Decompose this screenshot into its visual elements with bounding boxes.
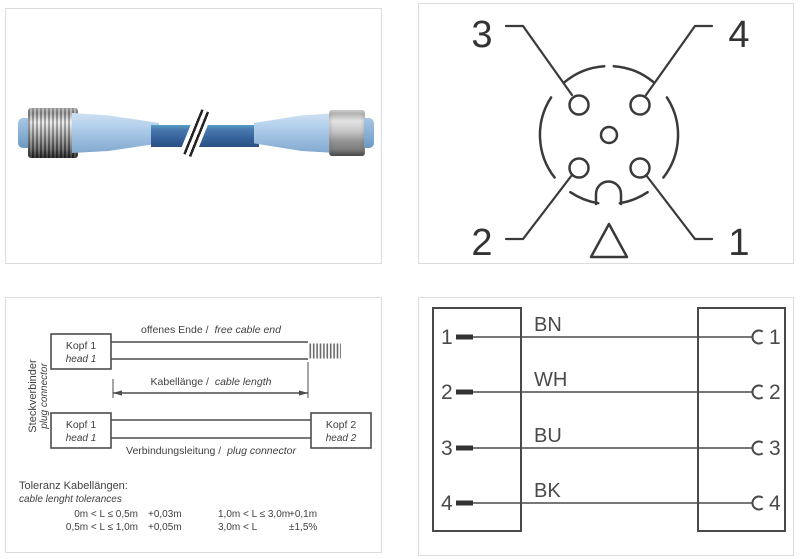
pin-2-hole bbox=[568, 157, 590, 179]
tolerance-value-2: +0,05m bbox=[148, 522, 182, 533]
head1-label-en: head 1 bbox=[66, 354, 97, 365]
socket-arc bbox=[751, 440, 764, 456]
connector-right-nut bbox=[329, 110, 365, 156]
free-end-caption-de: offenes Ende / bbox=[141, 324, 209, 336]
leader-line-pin3 bbox=[504, 24, 574, 97]
head2-box bbox=[310, 412, 372, 449]
connector-outline-arc bbox=[569, 190, 600, 205]
socket-arc bbox=[751, 329, 764, 345]
connector-outline-arc bbox=[538, 96, 556, 179]
connector-left-body bbox=[72, 113, 159, 153]
dimension-drawing-panel: Steckverbinder plug connector Kopf 1 hea… bbox=[5, 297, 382, 553]
wiring-diagram-panel: 1 1 BN 2 2 WH 3 3 BU bbox=[418, 297, 794, 556]
dimension-arrow-left bbox=[113, 390, 122, 396]
tolerance-range-3: 1,0m < L ≤ 3,0m bbox=[218, 509, 290, 520]
connection-caption: Verbindungsleitung / plug connector bbox=[126, 445, 296, 457]
side-caption-en: plug connector bbox=[39, 363, 50, 430]
wire-row: 1 1 BN bbox=[441, 314, 781, 349]
dimension-arrow-right bbox=[299, 390, 308, 396]
wire-row: 2 2 WH bbox=[441, 369, 781, 404]
left-pin-number: 1 bbox=[441, 326, 453, 349]
head1-label-de: Kopf 1 bbox=[66, 340, 97, 352]
free-end-caption-en: free cable end bbox=[214, 324, 282, 336]
pin-contact-dash bbox=[456, 389, 473, 395]
cable-length-caption-de: Kabellänge / bbox=[151, 376, 209, 388]
tolerance-range-2: 0,5m < L ≤ 1,0m bbox=[66, 522, 138, 533]
left-pin-number: 2 bbox=[441, 381, 453, 404]
wire-color-label: BK bbox=[534, 480, 561, 502]
wire-row: 4 4 BK bbox=[441, 480, 781, 515]
pin-contact-dash bbox=[456, 500, 473, 506]
cable-length-caption-en: cable length bbox=[215, 376, 272, 388]
pin-label-2: 2 bbox=[471, 222, 492, 263]
connector-outline-arc bbox=[563, 64, 606, 84]
connector-right-face bbox=[364, 118, 374, 148]
left-connector-box bbox=[432, 307, 522, 532]
head1-bottom-label-de: Kopf 1 bbox=[66, 419, 97, 431]
head1-box-bottom bbox=[50, 412, 112, 449]
orientation-triangle bbox=[589, 222, 629, 259]
wire-color-label: BN bbox=[534, 314, 562, 336]
connection-caption-en: plug connector bbox=[226, 445, 296, 457]
pin-contact-dash bbox=[456, 334, 473, 340]
socket-arc bbox=[751, 495, 764, 511]
leader-line-pin4 bbox=[644, 24, 714, 97]
cable-length-caption: Kabellänge / cable length bbox=[151, 376, 272, 388]
stripped-wire-end bbox=[308, 343, 341, 359]
wiring-diagram: 1 1 BN 2 2 WH 3 3 BU bbox=[432, 307, 786, 532]
tolerance-title-de: Toleranz Kabellängen: bbox=[19, 480, 128, 492]
pin-label-1: 1 bbox=[728, 222, 749, 263]
center-hole bbox=[599, 125, 619, 145]
right-pin-number: 2 bbox=[769, 381, 781, 404]
keyway-notch bbox=[594, 180, 623, 206]
head2-label-de: Kopf 2 bbox=[326, 419, 357, 431]
left-pin-number: 3 bbox=[441, 437, 453, 460]
pinout-diagram: 3 4 2 1 bbox=[471, 14, 749, 263]
connector-right-body bbox=[254, 113, 336, 153]
tolerance-value-3: +0,1m bbox=[289, 509, 317, 520]
wire-row: 3 3 BU bbox=[441, 425, 781, 460]
dimension-drawing: Steckverbinder plug connector Kopf 1 hea… bbox=[19, 324, 372, 533]
socket-arc bbox=[751, 384, 764, 400]
connector-left-knurled-nut bbox=[28, 108, 78, 158]
right-connector-box bbox=[697, 307, 786, 532]
cable-jacket bbox=[151, 125, 259, 147]
connector-outline-arc bbox=[612, 64, 655, 84]
tolerance-value-4: ±1,5% bbox=[289, 522, 317, 533]
head1-box-top bbox=[50, 333, 112, 370]
pin-3-hole bbox=[568, 94, 590, 116]
tolerance-range-1: 0m < L ≤ 0,5m bbox=[74, 509, 138, 520]
tolerance-value-1: +0,03m bbox=[148, 509, 182, 520]
head1-bottom-label-en: head 1 bbox=[66, 433, 97, 444]
free-end-caption: offenes Ende / free cable end bbox=[141, 324, 282, 336]
pin-label-4: 4 bbox=[728, 14, 749, 56]
connector-outline-arc bbox=[618, 190, 649, 205]
cable-break-symbol bbox=[179, 107, 213, 159]
head2-label-en: head 2 bbox=[326, 433, 357, 444]
photo-panel bbox=[5, 8, 382, 264]
tolerance-range-4: 3,0m < L bbox=[218, 522, 258, 533]
pin-label-3: 3 bbox=[471, 14, 492, 56]
wire-color-label: BU bbox=[534, 425, 562, 447]
wire-color-label: WH bbox=[534, 369, 567, 391]
tolerance-title-en: cable lenght tolerances bbox=[19, 494, 122, 505]
leader-line-pin2 bbox=[504, 173, 574, 241]
right-pin-number: 4 bbox=[769, 492, 781, 515]
left-pin-number: 4 bbox=[441, 492, 453, 515]
pin-1-hole bbox=[629, 157, 651, 179]
pin-4-hole bbox=[629, 94, 651, 116]
right-pin-number: 3 bbox=[769, 437, 781, 460]
connection-caption-de: Verbindungsleitung / bbox=[126, 445, 221, 457]
side-caption-de: Steckverbinder bbox=[27, 359, 39, 433]
connector-outline-arc bbox=[662, 96, 680, 179]
pinout-panel: 3 4 2 1 bbox=[418, 3, 794, 264]
right-pin-number: 1 bbox=[769, 326, 781, 349]
leader-line-pin1 bbox=[644, 173, 714, 241]
pin-contact-dash bbox=[456, 445, 473, 451]
